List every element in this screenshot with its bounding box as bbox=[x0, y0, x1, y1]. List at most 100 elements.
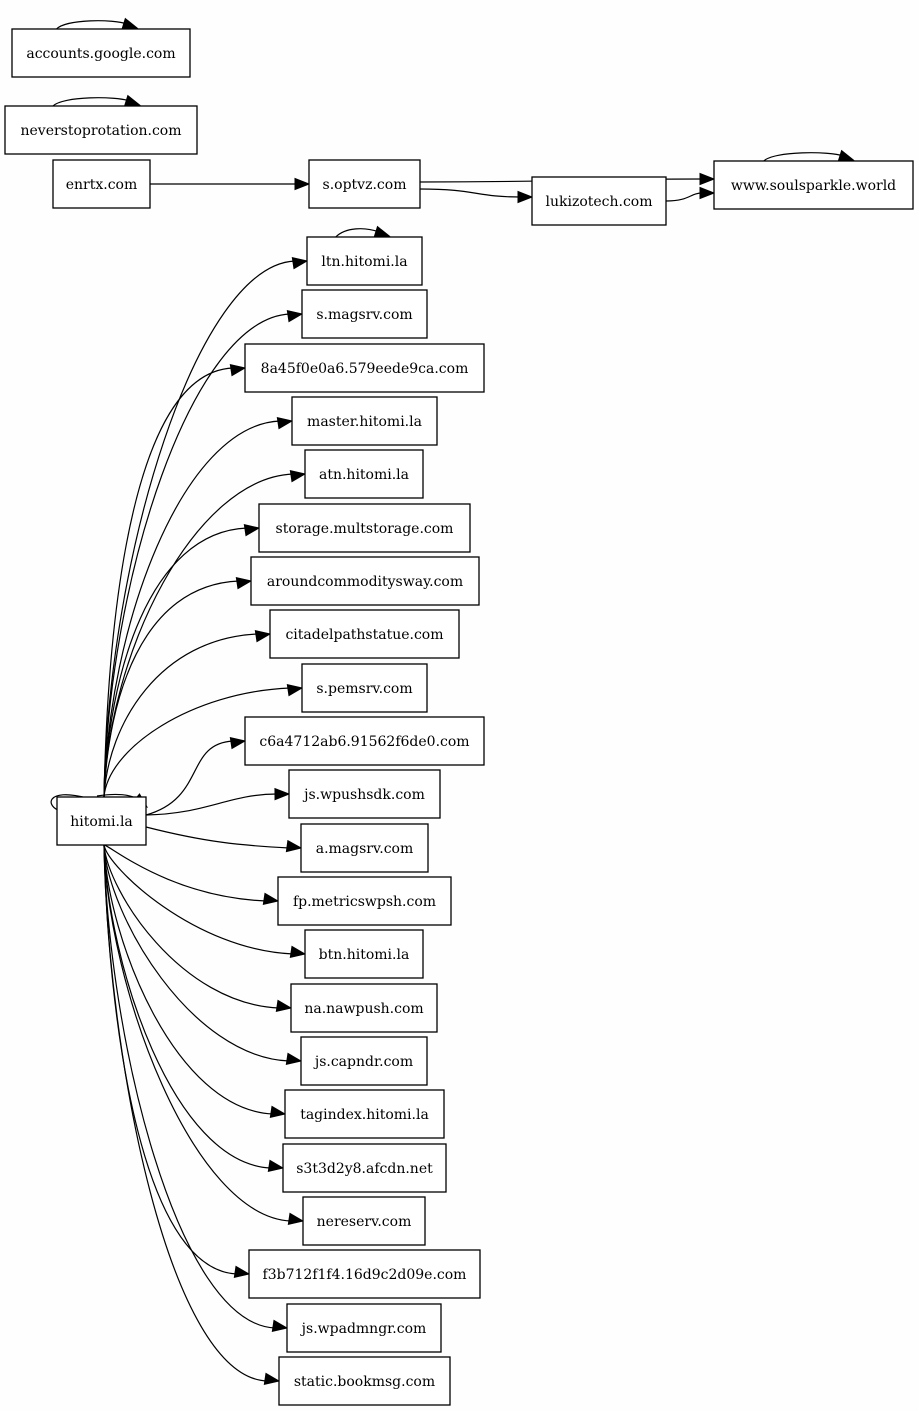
node-label: www.soulsparkle.world bbox=[731, 178, 896, 194]
node-label: s.optvz.com bbox=[323, 177, 407, 193]
node-box bbox=[250, 556, 480, 606]
edge-line bbox=[103, 844, 238, 1275]
arrow-head bbox=[289, 945, 307, 959]
edge-hitomi-to-tagindex bbox=[103, 844, 287, 1119]
arrow-head bbox=[276, 416, 294, 430]
edge-neverstop-to-neverstop bbox=[52, 94, 141, 107]
edge-line bbox=[103, 844, 268, 1382]
edge-line bbox=[103, 633, 259, 798]
node-box bbox=[290, 983, 438, 1033]
node-box bbox=[306, 236, 423, 286]
edge-hitomi-to-around bbox=[103, 576, 253, 798]
nodes-layer: accounts.google.com neverstoprotation.com… bbox=[4, 28, 914, 1406]
node-box bbox=[4, 105, 198, 155]
edge-hitomi-to-spem bbox=[103, 683, 304, 798]
arrow-head bbox=[285, 839, 303, 853]
node-label: 8a45f0e0a6.579eede9ca.com bbox=[261, 361, 469, 377]
arrow-head bbox=[287, 1212, 305, 1226]
arrow-head bbox=[263, 1372, 281, 1386]
edge-hitomi-to-f3b7 bbox=[103, 844, 251, 1279]
arrow-head bbox=[243, 523, 261, 537]
node-label: s.pemsrv.com bbox=[316, 681, 412, 697]
edge-accounts-to-accounts bbox=[56, 17, 139, 30]
node-fp: fp.metricswpsh.com bbox=[277, 876, 452, 926]
edge-line bbox=[103, 687, 291, 798]
node-label: atn.hitomi.la bbox=[319, 467, 409, 483]
arrow-head bbox=[262, 892, 280, 906]
node-label: js.wpadmngr.com bbox=[300, 1321, 427, 1337]
edge-line bbox=[103, 844, 280, 1009]
node-box bbox=[304, 929, 424, 979]
edge-hitomi-to-smag bbox=[103, 309, 304, 798]
node-box bbox=[301, 663, 428, 713]
node-box bbox=[302, 1196, 426, 1246]
node-box bbox=[713, 160, 914, 210]
edge-line bbox=[103, 844, 292, 1222]
edge-line bbox=[103, 367, 234, 798]
node-c6a4: c6a4712ab6.91562f6de0.com bbox=[244, 716, 485, 766]
edge-line bbox=[103, 844, 276, 1329]
node-label: citadelpathstatue.com bbox=[285, 627, 443, 643]
node-nereserv: nereserv.com bbox=[302, 1196, 426, 1246]
node-label: neverstoprotation.com bbox=[20, 123, 181, 139]
edge-line bbox=[103, 260, 296, 798]
node-box bbox=[308, 159, 421, 209]
node-n8a45: 8a45f0e0a6.579eede9ca.com bbox=[244, 343, 485, 393]
node-box bbox=[301, 289, 428, 339]
arrow-head bbox=[274, 787, 291, 801]
edge-line bbox=[103, 527, 248, 798]
node-box bbox=[284, 1089, 445, 1139]
edge-line bbox=[763, 152, 844, 162]
edge-ltn-to-ltn bbox=[335, 225, 391, 238]
node-label: lukizotech.com bbox=[545, 194, 652, 210]
node-label: hitomi.la bbox=[70, 814, 133, 830]
node-label: s.magsrv.com bbox=[316, 307, 412, 323]
node-label: js.capndr.com bbox=[313, 1054, 413, 1070]
edge-line bbox=[103, 844, 267, 902]
node-box bbox=[300, 1036, 428, 1086]
edge-hitomi-to-master bbox=[103, 416, 294, 798]
edge-lukizo-to-soul bbox=[665, 186, 716, 202]
node-master: master.hitomi.la bbox=[291, 396, 438, 446]
node-label: s3t3d2y8.afcdn.net bbox=[296, 1161, 433, 1177]
node-box bbox=[11, 28, 191, 78]
edge-hitomi-to-bookmsg bbox=[103, 844, 281, 1386]
node-f3b7: f3b712f1f4.16d9c2d09e.com bbox=[248, 1249, 481, 1299]
node-box bbox=[277, 876, 452, 926]
node-storage: storage.multstorage.com bbox=[258, 503, 471, 553]
node-label: storage.multstorage.com bbox=[276, 521, 454, 537]
node-label: enrtx.com bbox=[66, 177, 138, 193]
node-label: js.wpushsdk.com bbox=[302, 787, 425, 803]
node-label: ltn.hitomi.la bbox=[321, 254, 407, 270]
node-box bbox=[288, 769, 441, 819]
edge-hitomi-to-c6a4 bbox=[145, 736, 247, 816]
node-label: tagindex.hitomi.la bbox=[300, 1107, 429, 1123]
edge-hitomi-to-nanaw bbox=[103, 844, 293, 1013]
edge-line bbox=[145, 793, 278, 816]
edges-layer bbox=[50, 17, 855, 1386]
edge-line bbox=[103, 313, 291, 798]
node-box bbox=[258, 503, 471, 553]
node-label: f3b712f1f4.16d9c2d09e.com bbox=[263, 1267, 467, 1283]
node-label: accounts.google.com bbox=[26, 46, 175, 62]
node-box bbox=[291, 396, 438, 446]
edge-enrtx-to-optvz bbox=[150, 177, 311, 191]
node-box bbox=[278, 1356, 451, 1406]
edge-line bbox=[103, 420, 281, 798]
edge-line bbox=[103, 844, 272, 1169]
node-optvz: s.optvz.com bbox=[308, 159, 421, 209]
node-btn: btn.hitomi.la bbox=[304, 929, 424, 979]
node-accounts: accounts.google.com bbox=[11, 28, 191, 78]
node-label: master.hitomi.la bbox=[307, 414, 422, 430]
arrow-head bbox=[286, 683, 304, 697]
node-smag: s.magsrv.com bbox=[301, 289, 428, 339]
edge-line bbox=[103, 844, 294, 955]
edge-hitomi-to-citadel bbox=[103, 629, 272, 798]
arrow-head bbox=[699, 186, 716, 200]
node-label: a.magsrv.com bbox=[316, 841, 414, 857]
node-box bbox=[248, 1249, 481, 1299]
node-enrtx: enrtx.com bbox=[52, 159, 151, 209]
arrow-head bbox=[233, 1265, 251, 1279]
edge-hitomi-to-n8a45 bbox=[103, 363, 247, 798]
